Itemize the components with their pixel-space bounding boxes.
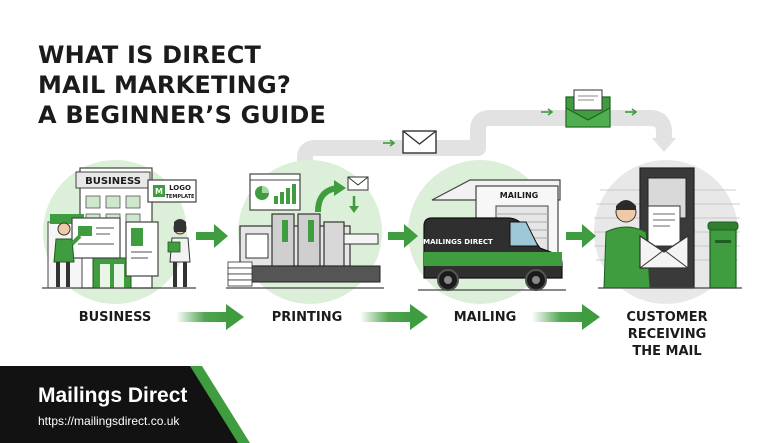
mailing-illustration: MAILING MAILINGS DIRECT (408, 160, 566, 304)
customer-illustration (594, 160, 742, 304)
stage-label-customer-line-1: CUSTOMER (626, 310, 708, 325)
businesswoman-figure (167, 219, 191, 287)
svg-text:M: M (155, 187, 163, 196)
warehouse-sign: MAILING (500, 191, 538, 200)
title-line-2: MAIL MARKETING? (38, 71, 291, 99)
envelope-icon (347, 176, 369, 191)
title-line-3: A BEGINNER’S GUIDE (38, 101, 327, 129)
small-arrow-right-icon (383, 139, 396, 147)
arrow-right-icon (176, 304, 244, 330)
bar-chart-icon (274, 184, 296, 204)
arrow-right-icon (360, 304, 428, 330)
page-title: WHAT IS DIRECT MAIL MARKETING? A BEGINNE… (38, 40, 326, 130)
arrow-right-icon (196, 224, 228, 248)
stage-label-business: BUSINESS (78, 310, 152, 325)
small-arrow-right-icon (541, 108, 554, 116)
stage-label-customer-line-2: RECEIVING (627, 327, 707, 342)
small-arrow-right-icon (625, 108, 638, 116)
stage-label-customer-line-3: THE MAIL (632, 344, 702, 359)
businessman-figure (53, 222, 82, 287)
envelope-icon (402, 130, 437, 154)
footer-band (0, 366, 250, 443)
top-flow-path (297, 89, 676, 178)
printer-icon (227, 213, 381, 287)
business-sign: BUSINESS (85, 176, 141, 187)
svg-text:TEMPLATE: TEMPLATE (166, 194, 196, 200)
path-arrowhead (652, 138, 676, 152)
arrow-right-icon (532, 304, 600, 330)
van-icon: MAILINGS DIRECT (423, 217, 563, 291)
printing-illustration (226, 160, 384, 304)
mailbox-icon (707, 221, 739, 289)
stage-label-customer: CUSTOMER RECEIVING THE MAIL (612, 309, 722, 360)
business-illustration: BUSINESS M LOGO TEMPLATE (42, 160, 197, 304)
van-brand-text: MAILINGS DIRECT (423, 238, 493, 246)
analytics-monitor (249, 173, 301, 211)
stage-label-printing: PRINTING (271, 310, 343, 325)
stage-label-mailing: MAILING (453, 310, 517, 325)
logo-template-card: M LOGO TEMPLATE (147, 179, 197, 203)
arrow-right-icon (388, 224, 418, 248)
curved-arrow-icon (334, 180, 346, 196)
footer-brand-name: Mailings Direct (38, 384, 188, 407)
title-line-1: WHAT IS DIRECT (38, 41, 262, 69)
svg-text:LOGO: LOGO (169, 184, 191, 192)
arrow-right-icon (566, 224, 596, 248)
footer-url[interactable]: https://mailingsdirect.co.uk (38, 414, 180, 428)
open-envelope-icon (639, 205, 689, 269)
customer-figure (603, 200, 651, 289)
green-envelope-icon (565, 89, 611, 128)
